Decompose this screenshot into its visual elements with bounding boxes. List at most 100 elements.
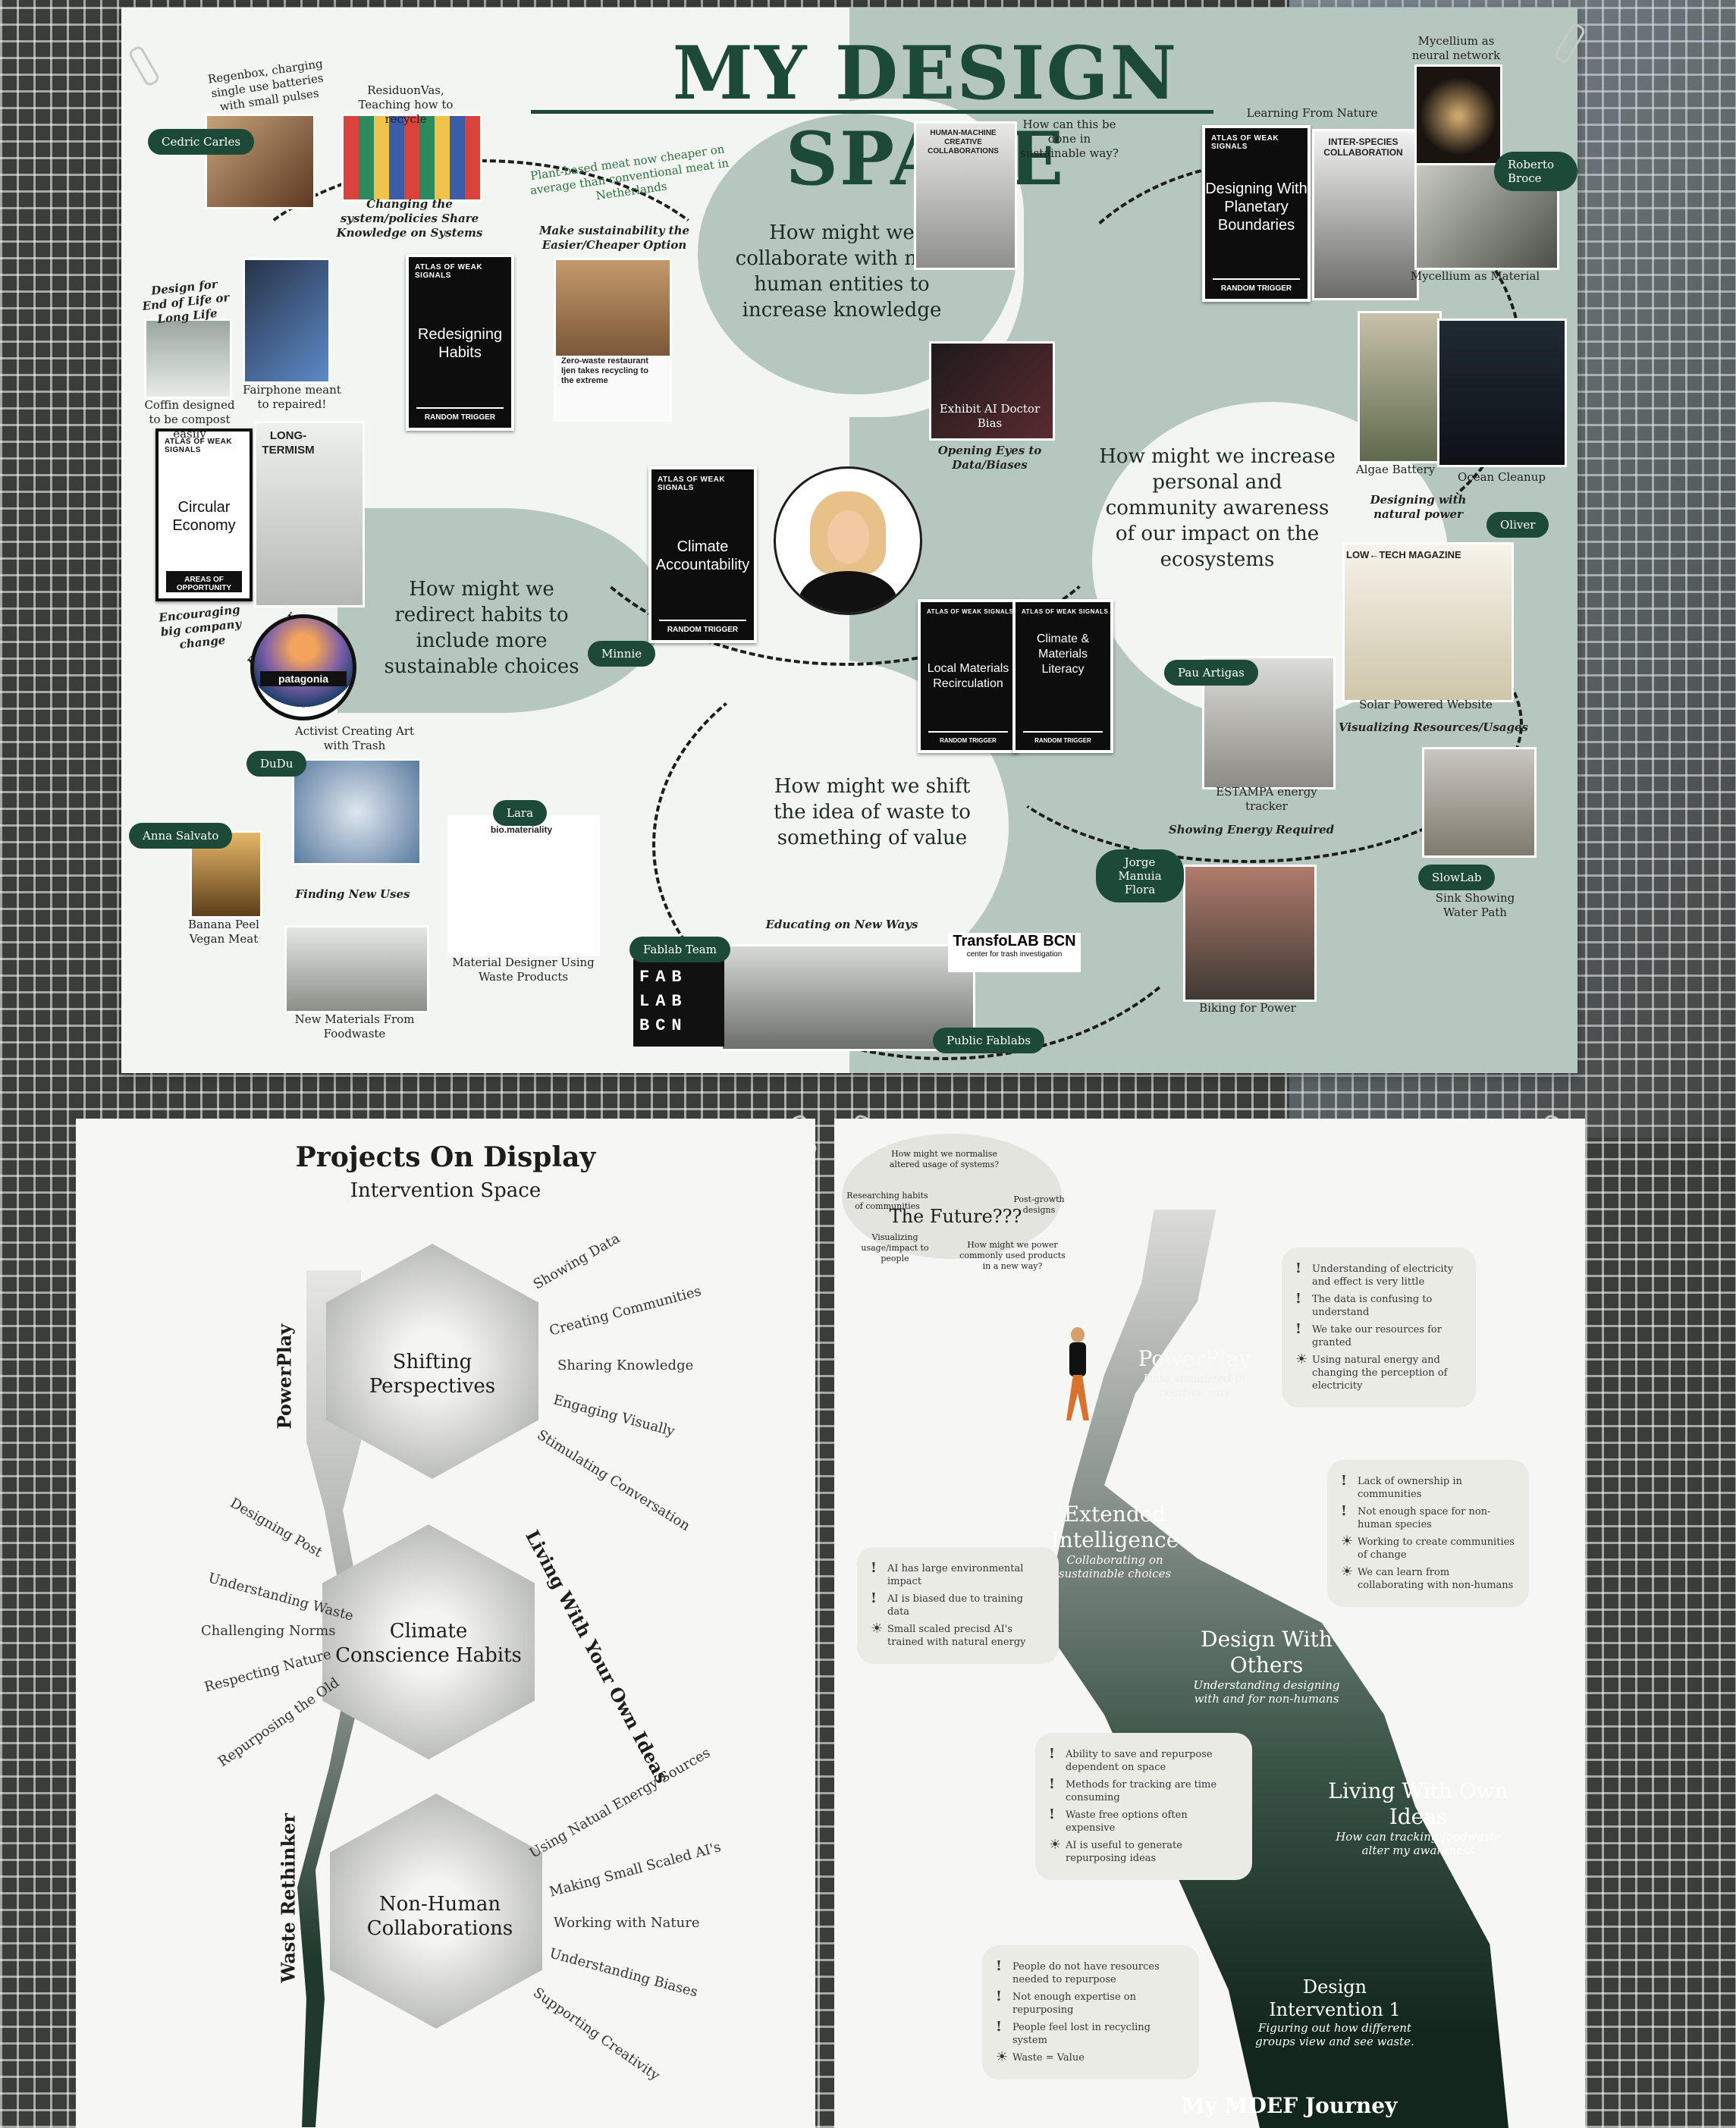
stage-subtitle: Figuring out how different groups view a… bbox=[1255, 2021, 1414, 2048]
stage-title: Design Intervention 1 bbox=[1269, 1976, 1401, 2020]
card-footer: RANDOM TRIGGER bbox=[928, 731, 1008, 744]
inter-species-caption: INTER-SPECIES COLLABORATION bbox=[1323, 137, 1403, 158]
insight-text: The data is confusing to understand bbox=[1312, 1294, 1433, 1318]
walking-person-icon bbox=[1062, 1327, 1096, 1422]
biking-photo bbox=[1183, 865, 1317, 1002]
future-title: The Future??? bbox=[889, 1206, 1022, 1227]
mycelium-network-photo bbox=[1414, 64, 1502, 168]
item-engaging-visually: Engaging Visually bbox=[551, 1392, 677, 1440]
future-item-power: How might we power commonly used product… bbox=[959, 1240, 1066, 1271]
card-planetary-boundaries: ATLAS OF WEAK SIGNALS Designing With Pla… bbox=[1202, 125, 1311, 302]
insight-text: Ability to save and repurpose dependent … bbox=[1066, 1749, 1213, 1773]
card-footer: RANDOM TRIGGER bbox=[416, 407, 504, 422]
activist-caption: Activist Creating Art with Trash bbox=[294, 724, 415, 752]
future-item-habits: Researching habits of communities bbox=[846, 1191, 928, 1211]
patagonia-logo: patagonia bbox=[250, 614, 356, 720]
future-item-normalise: How might we normalise altered usage of … bbox=[889, 1149, 1000, 1169]
exclamation-icon: ! bbox=[1049, 1776, 1055, 1792]
stage-subtitle: Collaborating on sustainable choices bbox=[1058, 1553, 1172, 1580]
pill-roberto-broce: Roberto Broce bbox=[1494, 152, 1577, 191]
side-label-waste-rethinker: Waste Rethinker bbox=[277, 1813, 300, 1983]
sustainable-question: How can this be done in sustainable way? bbox=[1020, 118, 1119, 160]
insight-text: People do not have resources needed to r… bbox=[1012, 1961, 1160, 1985]
showing-energy-caption: Showing Energy Required bbox=[1168, 823, 1335, 836]
exclamation-icon: ! bbox=[1049, 1746, 1055, 1762]
insight-row: !Not enough expertise on repurposing bbox=[996, 1988, 1185, 2017]
lightbulb-icon: ☀ bbox=[1341, 1564, 1354, 1580]
card-body: Climate & Materials Literacy bbox=[1036, 632, 1090, 676]
designing-power-caption: Designing with natural power bbox=[1370, 493, 1467, 521]
title-underline bbox=[531, 110, 1213, 114]
item-challenging-norms: Challenging Norms bbox=[201, 1623, 336, 1639]
fairphone-photo bbox=[243, 258, 331, 384]
stage-subtitle: How can tracking foodwaste alter my awar… bbox=[1336, 1830, 1501, 1857]
exclamation-icon: ! bbox=[996, 1958, 1002, 1974]
stage-design-with-others: Design With Others Understanding designi… bbox=[1183, 1627, 1350, 1706]
insight-text: Not enough space for non-human species bbox=[1358, 1506, 1491, 1530]
encouraging-caption: Encouraging big company change bbox=[158, 602, 242, 652]
walker-head bbox=[1071, 1327, 1085, 1342]
opening-eyes-caption: Opening Eyes to Data/Biases bbox=[937, 444, 1042, 472]
fablab-logo: FAB LAB BCN bbox=[633, 959, 724, 1047]
lightbulb-icon: ☀ bbox=[1341, 1533, 1354, 1549]
stage-subtitle: Data visualized in positive way bbox=[1143, 1372, 1246, 1399]
learning-nature-caption: Learning From Nature bbox=[1246, 106, 1378, 120]
inter-species-photo bbox=[1312, 129, 1419, 300]
card-footer: RANDOM TRIGGER bbox=[659, 620, 746, 634]
stage-title: Design With Others bbox=[1201, 1627, 1333, 1678]
insight-row: ☀Using natural energy and changing the p… bbox=[1295, 1353, 1462, 1392]
item-creating-communities: Creating Communities bbox=[548, 1283, 703, 1339]
card-body: Designing With Planetary Boundaries bbox=[1205, 180, 1307, 234]
card-header: ATLAS OF WEAK SIGNALS bbox=[165, 438, 233, 454]
pill-cedric-carles: Cedric Carles bbox=[148, 129, 255, 155]
low-tech-photo bbox=[1342, 542, 1514, 702]
coffin-caption: Coffin designed to be compost easily bbox=[144, 398, 235, 441]
educating-caption: Educating on New Ways bbox=[765, 918, 918, 931]
long-termism-photo bbox=[254, 421, 365, 607]
hex-label-climate-conscience: Climate Conscience Habits bbox=[335, 1620, 522, 1667]
insight-text: AI is useful to generate repurposing ide… bbox=[1066, 1840, 1182, 1864]
future-bubble bbox=[842, 1134, 1062, 1259]
side-label-powerplay: PowerPlay bbox=[273, 1323, 296, 1430]
banana-caption: Banana Peel Vegan Meat bbox=[188, 918, 259, 946]
bio-materiality-caption: bio.materiality bbox=[490, 824, 553, 835]
projects-subtitle: Intervention Space bbox=[350, 1179, 542, 1202]
new-materials-caption: New Materials From Foodwaste bbox=[294, 1012, 415, 1040]
dashed-path-4 bbox=[652, 629, 1235, 1060]
card-local-materials: ATLAS OF WEAK SIGNALS Local Materials Re… bbox=[918, 599, 1019, 753]
card-footer: RANDOM TRIGGER bbox=[1213, 278, 1300, 293]
pill-dudu: DuDu bbox=[246, 751, 307, 777]
exclamation-icon: ! bbox=[1341, 1503, 1347, 1519]
card-climate-accountability: ATLAS OF WEAK SIGNALS Climate Accountabi… bbox=[648, 466, 757, 643]
exclamation-icon: ! bbox=[1295, 1260, 1301, 1276]
insight-text: Using natural energy and changing the pe… bbox=[1312, 1354, 1448, 1392]
insight-text: Working to create communities of change bbox=[1358, 1536, 1515, 1561]
mycelium-network-caption: Mycellium as neural network bbox=[1411, 34, 1501, 62]
make-sustainability-caption: Make sustainability the Easier/Cheaper O… bbox=[538, 224, 690, 252]
solar-site-caption: Solar Powered Website bbox=[1359, 698, 1493, 711]
transfolab-title: TransfoLAB BCN bbox=[953, 933, 1076, 949]
ocean-cleanup-photo bbox=[1437, 319, 1567, 467]
lightbulb-icon: ☀ bbox=[1049, 1837, 1062, 1853]
item-supporting-creativity: Supporting Creativity bbox=[529, 1984, 663, 2084]
insight-row: !Understanding of electricity and effect… bbox=[1295, 1260, 1462, 1288]
item-natural-energy: Using Natual Energy Sources bbox=[526, 1744, 714, 1862]
activist-photo bbox=[292, 758, 422, 865]
insight-text: Lack of ownership in communities bbox=[1358, 1476, 1462, 1500]
residuonvas-caption: ResiduonVas, Teaching how to recycle bbox=[358, 83, 454, 126]
transfolab-subtitle: center for trash investigation bbox=[966, 950, 1063, 959]
walker-torso bbox=[1069, 1342, 1086, 1376]
exclamation-icon: ! bbox=[996, 1988, 1002, 2004]
hex-label-shifting-perspectives: Shifting Perspectives bbox=[369, 1351, 496, 1398]
regenbox-caption: Regenbox, charging single use batteries … bbox=[206, 56, 325, 114]
low-tech-caption: LOW←TECH MAGAZINE bbox=[1346, 549, 1461, 560]
estampa-caption: ESTAMPA energy tracker bbox=[1216, 785, 1317, 813]
pill-oliver: Oliver bbox=[1486, 512, 1549, 538]
exclamation-icon: ! bbox=[1295, 1321, 1301, 1337]
card-body: Redesigning Habits bbox=[417, 326, 503, 361]
hex-climate-conscience bbox=[322, 1524, 535, 1759]
exclamation-icon: ! bbox=[1341, 1473, 1347, 1489]
card-body: Climate Accountability bbox=[655, 538, 750, 573]
insight-text: We take our resources for granted bbox=[1312, 1324, 1442, 1348]
material-designer-caption: Material Designer Using Waste Products bbox=[452, 956, 595, 984]
